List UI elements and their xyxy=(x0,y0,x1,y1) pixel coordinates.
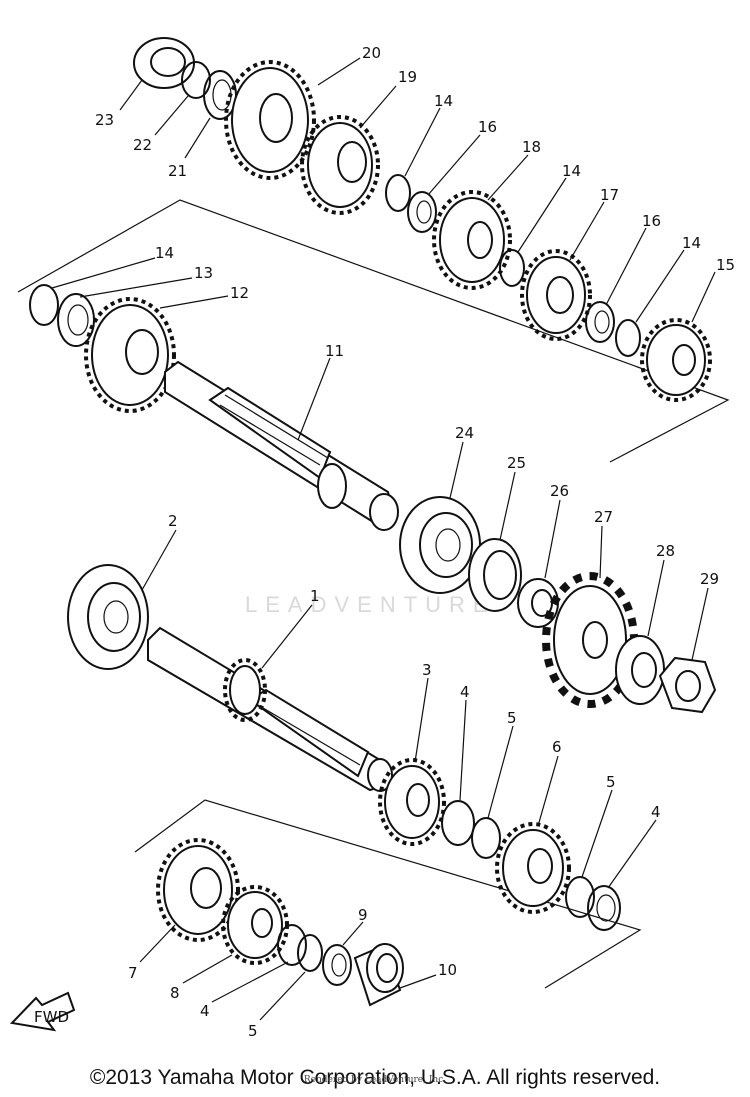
part-5-circlip-low xyxy=(297,934,323,972)
callout-14-left: 14 xyxy=(155,244,174,262)
callout-15: 15 xyxy=(716,256,735,274)
callout-14-right: 14 xyxy=(682,234,701,252)
callout-6: 6 xyxy=(552,738,562,756)
callout-28: 28 xyxy=(656,542,675,560)
part-1-drive-axle xyxy=(147,626,393,792)
part-25-oil-seal xyxy=(468,538,522,612)
part-15-gear xyxy=(640,318,712,402)
callout-16-right: 16 xyxy=(642,212,661,230)
part-20-gear xyxy=(224,60,316,180)
lower-group-outline xyxy=(134,799,642,989)
callout-3: 3 xyxy=(422,661,432,679)
part-16-washer-top xyxy=(407,191,437,233)
part-10-bearing xyxy=(353,943,404,1007)
callout-29: 29 xyxy=(700,570,719,588)
callout-17: 17 xyxy=(600,186,619,204)
part-11-main-axle xyxy=(164,360,399,531)
callout-11: 11 xyxy=(325,342,344,360)
callout-18: 18 xyxy=(522,138,541,156)
callout-4-low: 4 xyxy=(200,1002,210,1020)
callout-8: 8 xyxy=(170,984,180,1002)
callout-1: 1 xyxy=(310,587,320,605)
part-5-circlip-right xyxy=(565,876,595,918)
part-4-washer-right xyxy=(587,885,621,931)
copyright-notice: ©2013 Yamaha Motor Corporation, U.S.A. A… xyxy=(89,1066,661,1089)
fwd-label: FWD xyxy=(34,1008,69,1026)
callout-22: 22 xyxy=(133,136,152,154)
callout-23: 23 xyxy=(95,111,114,129)
part-2-bearing xyxy=(67,564,149,670)
callout-10: 10 xyxy=(438,961,457,979)
callout-21: 21 xyxy=(168,162,187,180)
part-6-gear xyxy=(495,822,571,914)
part-3-gear xyxy=(378,758,446,846)
part-4-washer-low xyxy=(277,924,307,966)
rendered-by-notice: Rendered by LeadVenture, Inc. xyxy=(303,1075,447,1085)
part-28-lock-washer xyxy=(615,635,665,705)
watermark: LEADVENTURE xyxy=(245,592,496,617)
part-17-gear xyxy=(520,249,592,341)
callout-2: 2 xyxy=(168,512,178,530)
callout-labels: 23 22 21 20 19 14 16 18 14 17 16 14 15 1… xyxy=(95,44,735,1040)
part-23-bearing xyxy=(133,37,195,89)
callout-5-low: 5 xyxy=(248,1022,258,1040)
callout-14-mid: 14 xyxy=(562,162,581,180)
callout-5-right: 5 xyxy=(606,773,616,791)
callout-25: 25 xyxy=(507,454,526,472)
callout-4-right: 4 xyxy=(651,803,661,821)
callout-5-mid: 5 xyxy=(507,709,517,727)
part-12-gear xyxy=(84,297,176,413)
callout-27: 27 xyxy=(594,508,613,526)
upper-group-outline xyxy=(17,199,730,463)
callout-12: 12 xyxy=(230,284,249,302)
leader-lines xyxy=(51,57,716,1021)
part-14-circlip-right xyxy=(615,319,641,357)
part-24-bearing xyxy=(399,496,481,594)
callout-4-mid: 4 xyxy=(460,683,470,701)
part-14-circlip-top xyxy=(385,174,411,212)
part-18-gear xyxy=(432,190,512,290)
callout-19: 19 xyxy=(398,68,417,86)
callout-9: 9 xyxy=(358,906,368,924)
callout-26: 26 xyxy=(550,482,569,500)
callout-16-top: 16 xyxy=(478,118,497,136)
part-22-circlip xyxy=(181,61,211,99)
part-14-circlip-left xyxy=(29,284,59,326)
callout-13: 13 xyxy=(194,264,213,282)
part-29-nut xyxy=(658,656,717,714)
callout-20: 20 xyxy=(362,44,381,62)
callout-24: 24 xyxy=(455,424,474,442)
part-14-circlip-mid xyxy=(499,249,525,287)
part-7-gear xyxy=(156,838,240,942)
part-8-gear xyxy=(221,885,289,965)
fwd-arrow-icon: FWD xyxy=(9,991,76,1032)
part-19-gear xyxy=(300,115,380,215)
callout-7: 7 xyxy=(128,964,138,982)
part-16-washer-right xyxy=(585,301,615,343)
part-4-washer-mid xyxy=(441,800,475,846)
callout-14-top: 14 xyxy=(434,92,453,110)
part-9-washer xyxy=(322,944,352,986)
part-13-washer xyxy=(57,293,95,347)
part-5-circlip-mid xyxy=(471,817,501,859)
